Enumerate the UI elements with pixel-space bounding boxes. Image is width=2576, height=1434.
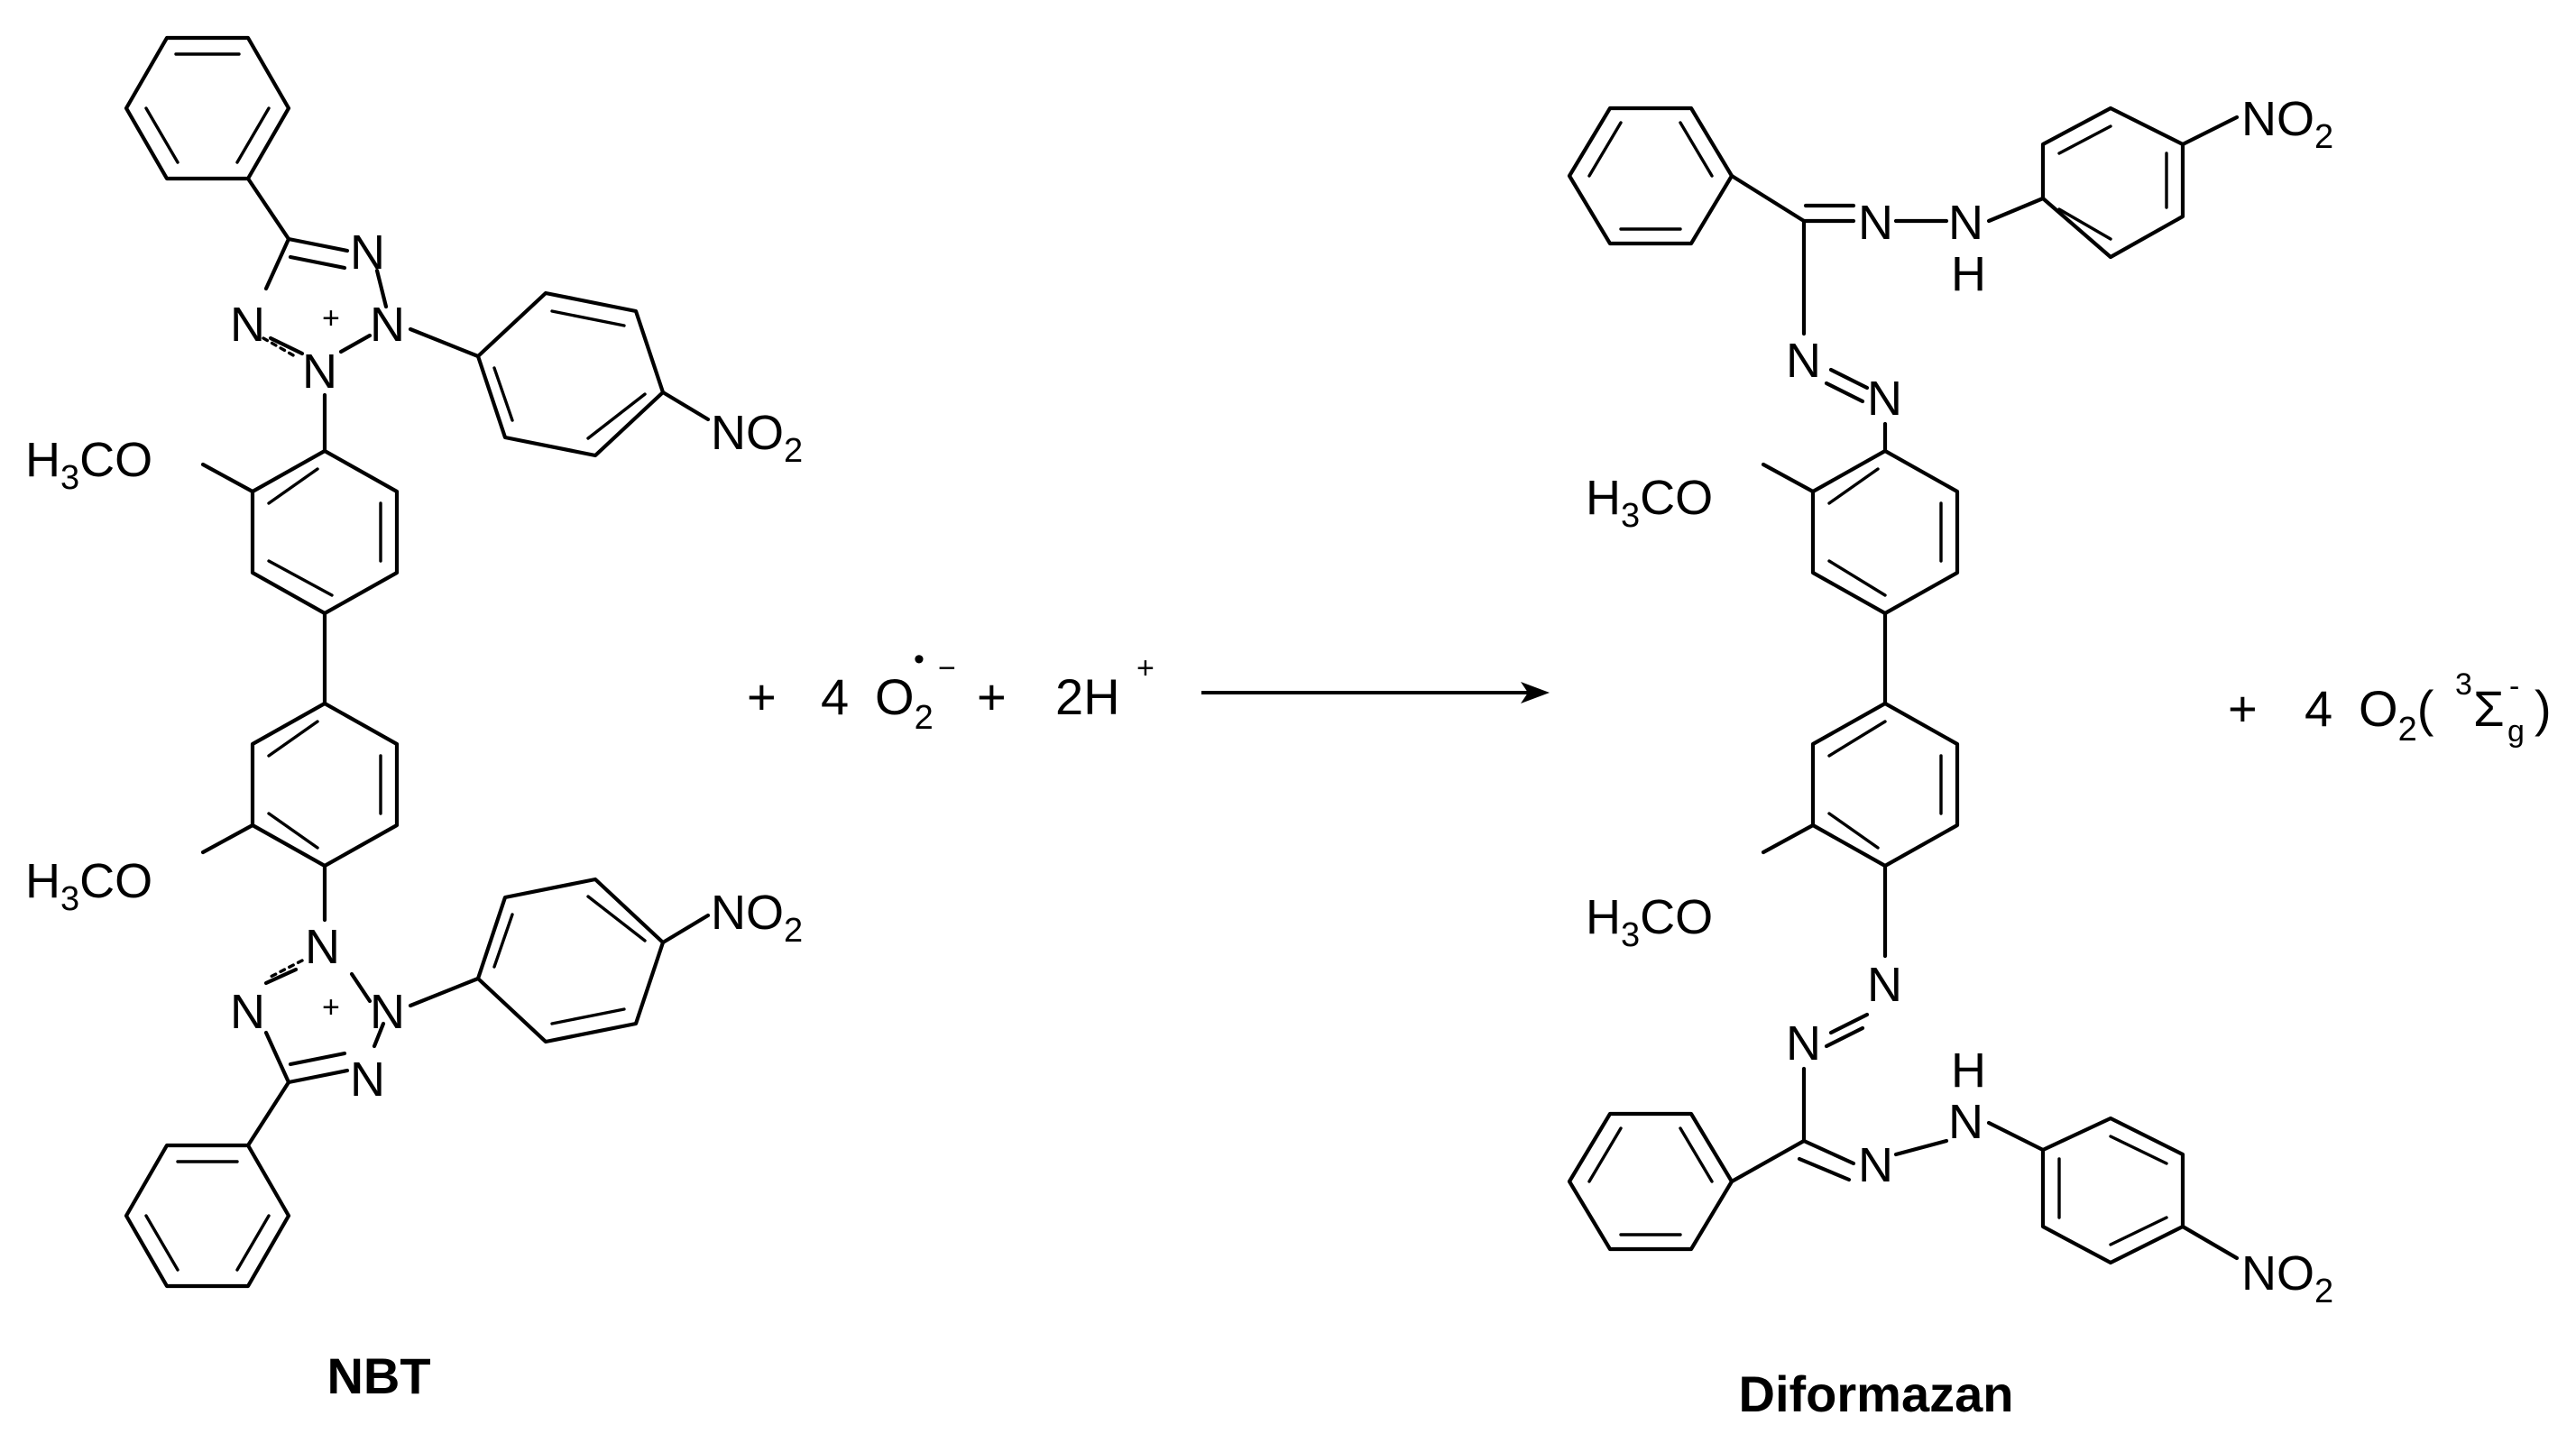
diformazan-bottom-azo-n2: N xyxy=(1867,958,1902,1012)
nbt-bottom-n4-label: N xyxy=(305,920,340,974)
nbt-bottom-nitro-label: NO2 xyxy=(711,886,803,950)
reagent-plus-2: + xyxy=(977,668,1007,725)
nbt-top-nitro-label: NO2 xyxy=(711,406,803,470)
nbt-lower-methoxy-label: H3CO xyxy=(25,854,152,918)
nbt-phenyl-tetrazole-bond xyxy=(245,176,291,242)
diformazan-top-azo-n1: N xyxy=(1786,334,1821,388)
proton-formula: 2H xyxy=(1055,668,1120,725)
diformazan-lower-methoxy-label: H3CO xyxy=(1586,890,1713,954)
nbt-top-phenyl-ring xyxy=(124,35,291,181)
diformazan-upper-methoxy-label: H3CO xyxy=(1586,471,1713,535)
diformazan-top-azo-bond xyxy=(1828,367,1870,391)
term-charge: - xyxy=(2509,669,2519,703)
nbt-top-charge: + xyxy=(322,301,340,336)
nbt-bottom-n2-label: N xyxy=(370,985,405,1039)
diformazan-bottom-azo-bond xyxy=(1828,1012,1870,1035)
diformazan-bottom-nh-n: N xyxy=(1948,1095,1983,1149)
nbt-top-n4-label: N xyxy=(302,345,337,399)
superoxide-formula: O2 xyxy=(875,668,934,737)
reaction-arrow xyxy=(1201,682,1550,703)
nbt-lower-methoxy-bond xyxy=(200,823,255,855)
nbt-top-tetrazolium-ring xyxy=(262,236,389,358)
reagents: + 4 O2 • − + 2H + xyxy=(747,642,1155,737)
nbt-bottom-n1-label: N xyxy=(350,1053,385,1107)
diformazan-top-nitrophenyl-ring xyxy=(2040,106,2185,260)
diformazan-top-phenyl-ring xyxy=(1567,106,1734,246)
nbt-bottom-charge: + xyxy=(322,990,340,1025)
diformazan-bottom-n-hydrazone: N xyxy=(1858,1138,1893,1192)
nbt-structure: N N N N + NO2 H3CO xyxy=(25,35,803,1289)
diformazan-top-azo-n2: N xyxy=(1867,372,1902,426)
nbt-upper-methoxy-label: H3CO xyxy=(25,433,152,497)
nbt-top-nitrophenyl-ring xyxy=(475,290,666,458)
nbt-top-nitro-bond xyxy=(660,390,711,422)
nbt-bottom-phenyl-bond xyxy=(245,1080,291,1148)
superoxide-charge: − xyxy=(938,651,956,685)
diformazan-bottom-azo-n1: N xyxy=(1786,1016,1821,1071)
diformazan-upper-methoxy-bond xyxy=(1761,462,1816,494)
nbt-bottom-n3-label: N xyxy=(230,985,265,1039)
nbt-bottom-tetrazolium-ring xyxy=(263,959,386,1085)
diformazan-lower-anisyl-ring xyxy=(1810,701,1960,869)
byproduct-coefficient: 4 xyxy=(2305,680,2332,737)
nbt-upper-methoxy-bond xyxy=(200,462,255,494)
byproduct-plus: + xyxy=(2228,680,2258,737)
nbt-bottom-phenyl-ring xyxy=(124,1143,291,1289)
diformazan-bottom-azo-double xyxy=(1824,1025,1865,1049)
diformazan-bottom-nitro-bond xyxy=(2180,1224,2240,1261)
diformazan-top-nitro-label: NO2 xyxy=(2241,92,2333,156)
proton-charge: + xyxy=(1136,651,1155,685)
nbt-top-n3-label: N xyxy=(230,298,265,352)
diformazan-top-n-hydrazone: N xyxy=(1858,196,1893,250)
diformazan-lower-methoxy-bond xyxy=(1761,823,1816,855)
diformazan-top-phenyl-c-bond xyxy=(1729,173,1807,224)
diformazan-structure: N N H NO2 N N H3CO xyxy=(1567,92,2333,1310)
diformazan-top-nh-h: H xyxy=(1951,247,1986,301)
diformazan-top-nh-n: N xyxy=(1948,196,1983,250)
nbt-bottom-nitro-bond xyxy=(660,913,711,945)
nbt-top-n2-label: N xyxy=(370,298,405,352)
nbt-bottom-nitrophenyl-ring xyxy=(475,877,666,1044)
nbt-top-n-aryl-bond xyxy=(408,326,481,359)
diformazan-top-nh-aryl-bond xyxy=(1986,196,2046,224)
diformazan-bottom-c-n-double xyxy=(1797,1156,1852,1182)
term-parity: g xyxy=(2507,714,2525,749)
byproduct: + 4 O2( 3 Σ - g ) xyxy=(2228,667,2552,749)
diformazan-bottom-nh-aryl-bond xyxy=(1986,1120,2046,1153)
diformazan-bottom-nitrophenyl-ring xyxy=(2040,1116,2185,1265)
reagent-plus-1: + xyxy=(747,668,777,725)
term-symbol: Σ xyxy=(2473,680,2505,737)
byproduct-close-paren: ) xyxy=(2535,680,2552,737)
diformazan-top-nitro-bond xyxy=(2180,115,2240,147)
diformazan-bottom-n-n-bond xyxy=(1893,1138,1949,1157)
diformazan-top-azo-double xyxy=(1824,381,1865,404)
diformazan-bottom-nh-h: H xyxy=(1951,1043,1986,1098)
nbt-bottom-n-aryl-bond xyxy=(408,976,481,1008)
diformazan-bottom-phenyl-c-bond xyxy=(1729,1138,1807,1184)
triplet-oxygen-formula: O2( xyxy=(2359,680,2434,749)
nbt-top-n1-label: N xyxy=(350,225,385,280)
diformazan-bottom-c-n-bond xyxy=(1801,1138,1856,1166)
diformazan-upper-anisyl-ring xyxy=(1810,448,1960,616)
diformazan-bottom-phenyl-ring xyxy=(1567,1111,1734,1252)
reactant-name: NBT xyxy=(327,1347,430,1404)
product-name: Diformazan xyxy=(1739,1365,2014,1422)
nbt-lower-anisyl-ring xyxy=(250,701,400,869)
superoxide-radical-dot: • xyxy=(914,642,925,676)
term-multiplicity: 3 xyxy=(2455,667,2472,702)
nbt-upper-anisyl-ring xyxy=(250,448,400,616)
diformazan-bottom-nitro-label: NO2 xyxy=(2241,1246,2333,1310)
superoxide-coefficient: 4 xyxy=(821,668,849,725)
